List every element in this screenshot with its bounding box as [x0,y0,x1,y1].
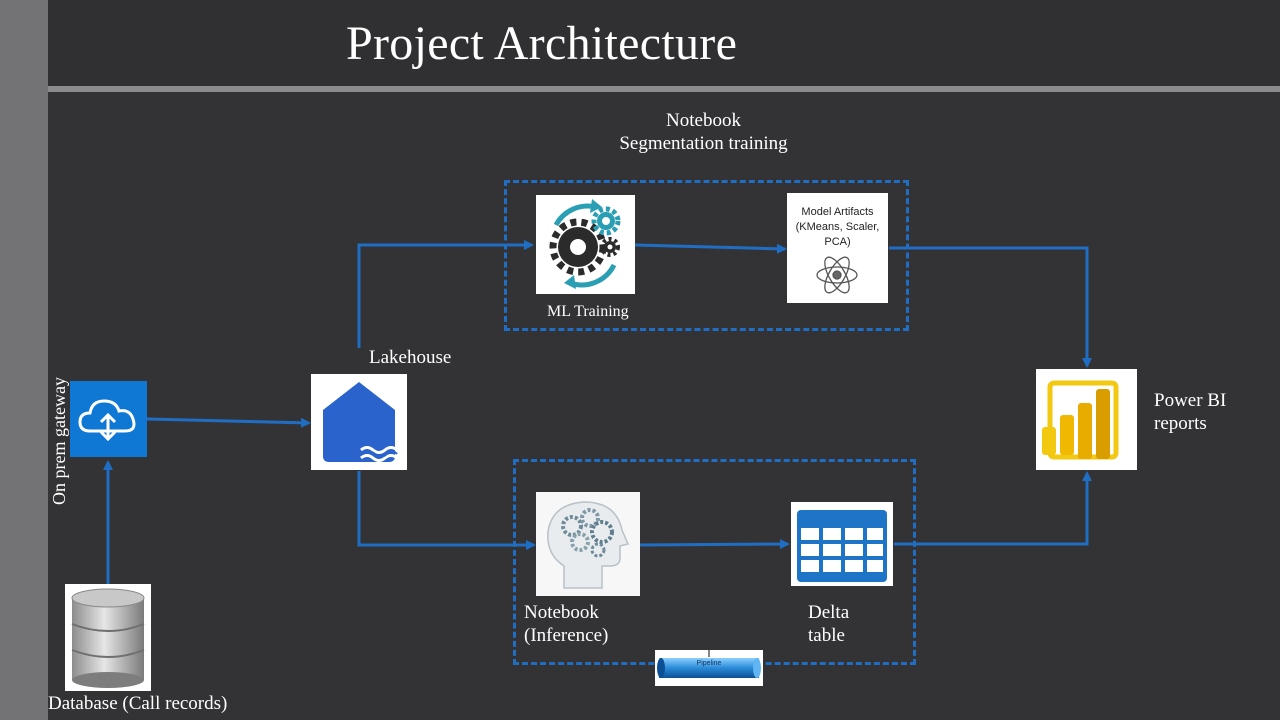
ml-training-label: ML Training [547,303,629,320]
database-node[interactable] [65,584,151,691]
power-bi-icon [1042,380,1119,460]
delta-label: Delta table [808,601,849,647]
pipe-icon [657,650,761,678]
training-notebook-group [504,180,909,331]
ml-training-node[interactable] [536,195,635,294]
training-group-title-line2: Segmentation training [619,133,788,154]
arrow-gateway-to-lakehouse [146,417,311,428]
model-artifacts-line3: PCA) [824,236,851,248]
database-label: Database (Call records) [48,693,228,714]
left-strip [0,0,48,720]
training-group-title-line1: Notebook [666,110,741,131]
powerbi-label-line2: reports [1154,413,1207,434]
inference-label: Notebook (Inference) [524,601,608,647]
gateway-label: On prem gateway [49,377,69,505]
arrow-artifacts-to-powerbi [889,246,1092,368]
inference-label-line2: (Inference) [524,625,609,646]
pipeline-node[interactable]: Pipeline [655,650,763,686]
atom-icon [816,256,858,294]
gears-cycle-icon [549,199,621,289]
powerbi-label: Power BI reports [1154,389,1226,435]
powerbi-node[interactable] [1036,369,1137,470]
cloud-upload-icon [78,399,136,442]
table-grid-icon [797,510,887,582]
header-divider [48,86,1280,92]
gateway-node[interactable] [70,381,147,457]
database-cylinder-icon [71,588,145,688]
model-artifacts-caption: Model Artifacts (KMeans, Scaler, PCA) [787,205,888,250]
title-bar [48,0,1280,86]
notebook-inference-node[interactable] [536,492,640,596]
arrow-lakehouse-to-inference [357,471,536,550]
pipeline-label: Pipeline [696,660,722,667]
delta-table-node[interactable] [791,502,893,586]
training-group-title: Notebook Segmentation training [560,109,847,155]
lakehouse-node[interactable] [311,374,407,470]
lakehouse-label: Lakehouse [369,347,452,368]
page-title: Project Architecture [346,17,738,70]
model-artifacts-line2: (KMeans, Scaler, [795,221,880,233]
head-gears-icon [547,501,630,589]
lakehouse-icon [323,382,398,462]
model-artifacts-line1: Model Artifacts [801,206,874,218]
powerbi-label-line1: Power BI [1154,390,1227,411]
delta-label-line1: Delta [808,602,850,623]
arrow-delta-to-powerbi [894,471,1092,546]
delta-label-line2: table [808,625,845,646]
model-artifacts-node[interactable]: Model Artifacts (KMeans, Scaler, PCA) [787,193,888,303]
inference-label-line1: Notebook [524,602,599,623]
